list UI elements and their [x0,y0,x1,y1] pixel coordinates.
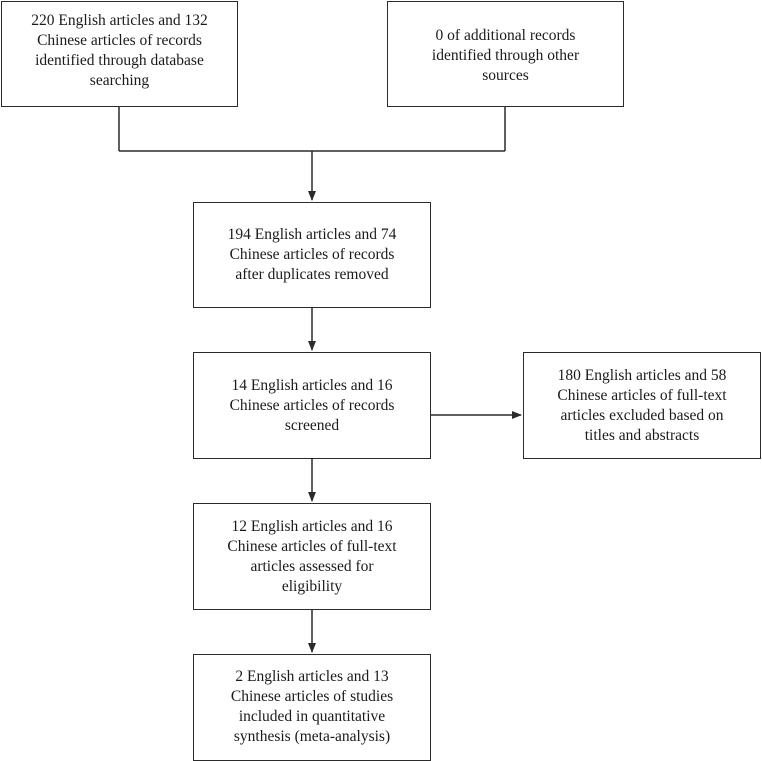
studies-included-text: 2 English articles and 13 Chinese articl… [230,668,394,745]
records-screened-text: 14 English articles and 16 Chinese artic… [229,376,395,434]
identified-database-box: 220 English articles and 132 Chinese art… [1,1,238,107]
identified-database-text: 220 English articles and 132 Chinese art… [31,12,208,89]
identified-other-sources-text: 0 of additional records identified throu… [431,27,580,84]
duplicates-removed-box: 194 English articles and 74 Chinese arti… [193,202,431,308]
records-excluded-box: 180 English articles and 58 Chinese arti… [523,352,761,459]
records-excluded-text: 180 English articles and 58 Chinese arti… [557,366,727,444]
studies-included-box: 2 English articles and 13 Chinese articl… [193,654,431,761]
identified-other-sources-box: 0 of additional records identified throu… [387,1,624,107]
records-screened-box: 14 English articles and 16 Chinese artic… [193,352,431,459]
duplicates-removed-text: 194 English articles and 74 Chinese arti… [227,226,397,283]
eligibility-assessed-text: 12 English articles and 16 Chinese artic… [227,517,397,595]
eligibility-assessed-box: 12 English articles and 16 Chinese artic… [193,503,431,610]
